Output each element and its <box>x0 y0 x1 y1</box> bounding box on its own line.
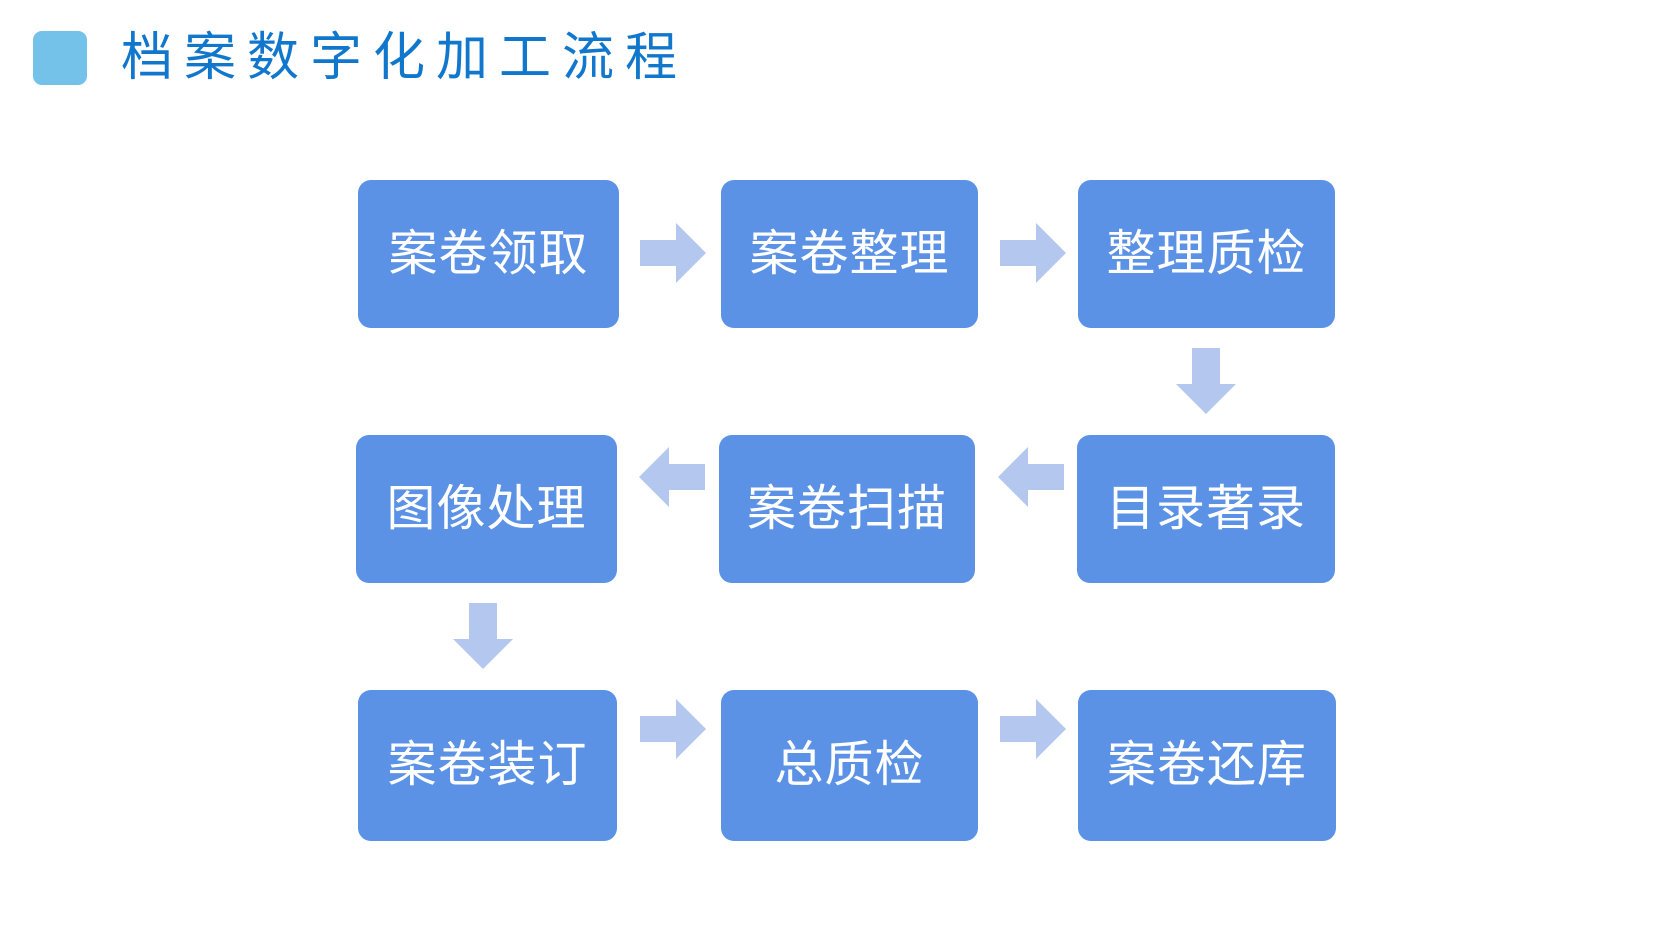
flow-node-总质检[interactable]: 总质检 <box>721 690 978 841</box>
flow-node-目录著录[interactable]: 目录著录 <box>1077 435 1335 583</box>
arrow-right-icon <box>1000 222 1066 284</box>
flow-node-案卷领取[interactable]: 案卷领取 <box>358 180 619 328</box>
flow-node-案卷还库[interactable]: 案卷还库 <box>1078 690 1336 841</box>
arrow-left-icon <box>998 446 1064 508</box>
flow-node-案卷整理[interactable]: 案卷整理 <box>721 180 978 328</box>
page-header: 档案数字化加工流程 <box>33 30 688 86</box>
arrow-right-icon <box>1000 698 1066 760</box>
arrow-right-icon <box>640 222 706 284</box>
flow-node-案卷装订[interactable]: 案卷装订 <box>358 690 617 841</box>
page-title: 档案数字化加工流程 <box>121 29 689 87</box>
rounded-square-bullet-icon <box>33 31 87 85</box>
flow-node-图像处理[interactable]: 图像处理 <box>356 435 617 583</box>
flow-node-整理质检[interactable]: 整理质检 <box>1078 180 1335 328</box>
arrow-down-icon <box>1175 348 1237 414</box>
arrow-right-icon <box>640 698 706 760</box>
flow-node-案卷扫描[interactable]: 案卷扫描 <box>719 435 975 583</box>
arrow-left-icon <box>639 446 705 508</box>
arrow-down-icon <box>452 603 514 669</box>
